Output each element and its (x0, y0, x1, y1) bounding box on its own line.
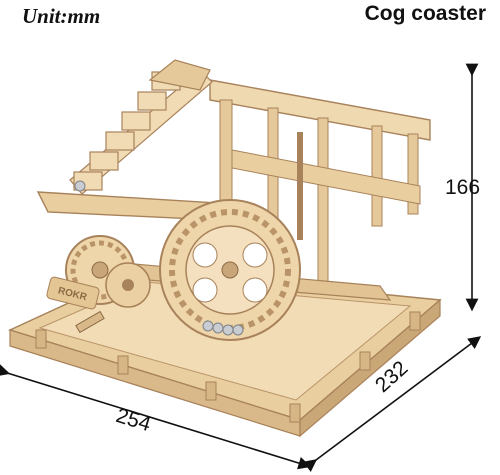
unit-label: Unit:mm (22, 4, 101, 28)
base-tray (7, 269, 442, 438)
large-cog (159, 199, 301, 341)
depth-dimension-line (303, 336, 482, 472)
hand-crank-cog (75, 262, 151, 334)
staircase-lift (69, 59, 213, 195)
product-title: Cog coaster (364, 2, 486, 25)
width-dimension-line (0, 363, 312, 470)
rear-frame (209, 79, 431, 291)
steel-marbles (74, 180, 244, 336)
brand-plate: ROKR (46, 276, 100, 310)
base-posts (35, 311, 421, 423)
height-dimension-value: 166 (445, 176, 481, 199)
